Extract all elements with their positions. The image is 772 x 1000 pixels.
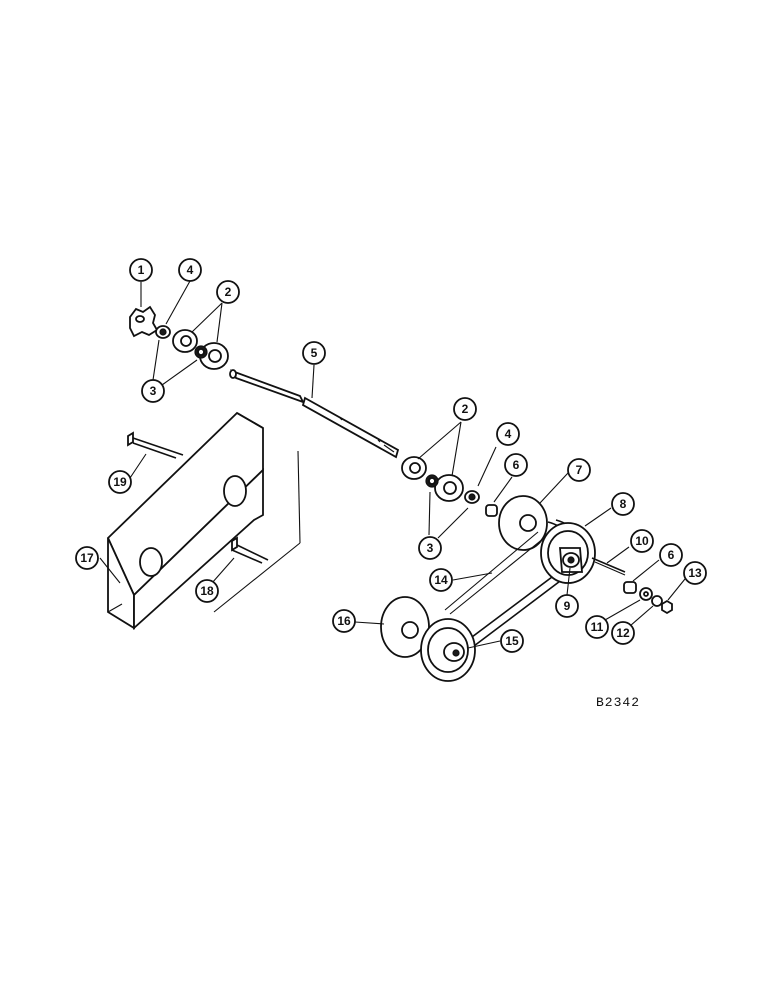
callout-4-upper: 4 (178, 258, 202, 282)
callout-12: 12 (611, 621, 635, 645)
part-6-spacer-upper (485, 504, 498, 517)
callout-13: 13 (683, 561, 707, 585)
callout-3-lower: 3 (418, 536, 442, 560)
svg-text:1: 1 (138, 263, 145, 277)
svg-text:15: 15 (505, 634, 519, 648)
callout-16: 16 (332, 609, 356, 633)
part-11-washer (639, 587, 653, 601)
part-10-bolt (591, 557, 626, 576)
callout-7: 7 (567, 458, 591, 482)
svg-text:14: 14 (434, 573, 448, 587)
callout-14: 14 (429, 568, 453, 592)
part-6-spacer-lower (623, 581, 637, 594)
callout-18: 18 (195, 579, 219, 603)
callout-10: 10 (630, 529, 654, 553)
part-13-locknut (661, 599, 673, 615)
svg-text:10: 10 (635, 534, 649, 548)
svg-text:3: 3 (427, 541, 434, 555)
svg-text:3: 3 (150, 384, 157, 398)
callout-11: 11 (585, 615, 609, 639)
callout-19: 19 (108, 470, 132, 494)
callout-17: 17 (75, 546, 99, 570)
part-3-bearing-right (425, 474, 439, 488)
svg-text:8: 8 (620, 497, 627, 511)
svg-text:11: 11 (591, 620, 604, 634)
svg-text:12: 12 (616, 626, 630, 640)
svg-text:4: 4 (505, 427, 512, 441)
part-7-pulley-upper (498, 495, 548, 551)
leader-lines (99, 280, 690, 649)
svg-text:2: 2 (462, 402, 469, 416)
part-15-driven-pulley (420, 618, 476, 682)
callout-1: 1 (129, 258, 153, 282)
drawing-code: B2342 (596, 695, 640, 710)
svg-text:9: 9 (564, 599, 571, 613)
svg-text:2: 2 (225, 285, 232, 299)
svg-text:16: 16 (337, 614, 351, 628)
callout-2-lower: 2 (453, 397, 477, 421)
callout-9: 9 (555, 594, 579, 618)
callout-2-upper: 2 (216, 280, 240, 304)
part-19-bracket (127, 431, 184, 459)
callout-8: 8 (611, 492, 635, 516)
callout-15: 15 (500, 629, 524, 653)
part-17-shield (106, 411, 264, 631)
part-5-shaft (229, 369, 400, 459)
callout-6-lower: 6 (659, 543, 683, 567)
part-3-bearing-left (194, 345, 208, 359)
part-4-bearing-left (155, 325, 171, 339)
part-2-flange-plate-left (172, 329, 229, 370)
svg-text:18: 18 (200, 584, 214, 598)
part-4-bearing-right (464, 490, 480, 504)
guard-outline-lines (213, 450, 301, 613)
svg-text:6: 6 (513, 458, 520, 472)
callout-5: 5 (302, 341, 326, 365)
svg-text:19: 19 (113, 475, 127, 489)
svg-text:13: 13 (688, 566, 702, 580)
part-1-star-flange (129, 305, 159, 338)
part-2-flange-plate-right (401, 456, 464, 502)
callout-3-upper: 3 (141, 379, 165, 403)
svg-text:7: 7 (576, 463, 583, 477)
svg-text:6: 6 (668, 548, 675, 562)
svg-text:5: 5 (311, 346, 318, 360)
part-18-bracket (231, 536, 269, 564)
part-12-nut (651, 595, 663, 607)
callout-4-lower: 4 (496, 422, 520, 446)
svg-text:4: 4 (187, 263, 194, 277)
part-8-drive-pulley (540, 522, 596, 584)
svg-text:17: 17 (80, 551, 94, 565)
callout-6-upper: 6 (504, 453, 528, 477)
